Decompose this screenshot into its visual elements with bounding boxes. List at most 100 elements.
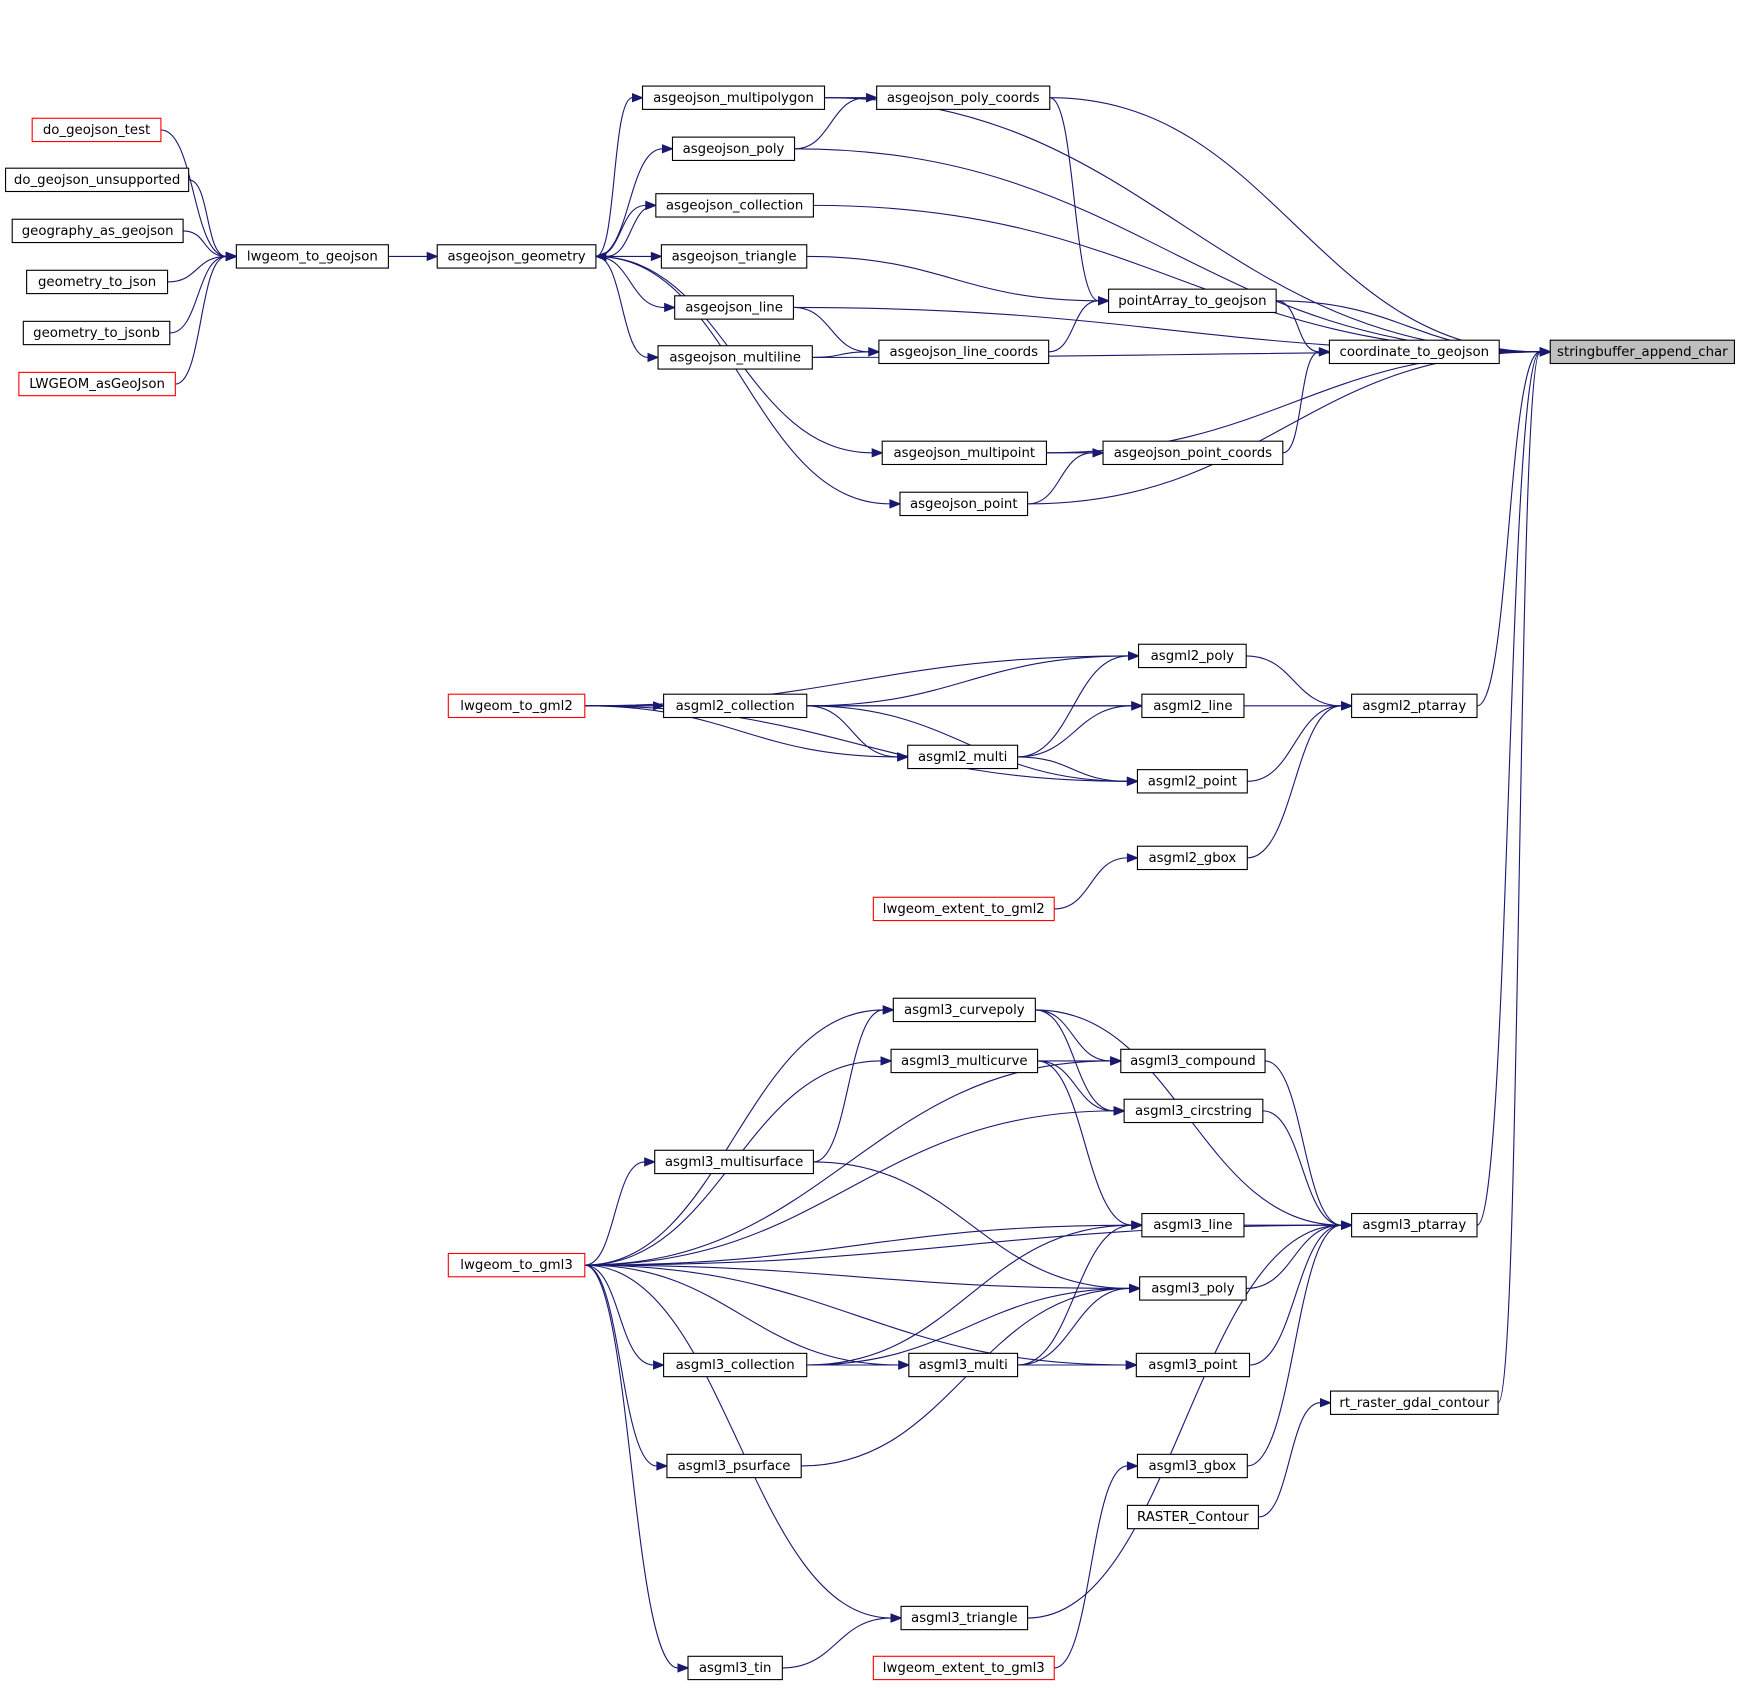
node-geometry-to-jsonb[interactable]: geometry_to_jsonb xyxy=(22,320,171,346)
node-asgml3-multisurface[interactable]: asgml3_multisurface xyxy=(654,1149,814,1175)
call-edge xyxy=(1247,1224,1342,1467)
node-asgml3-poly[interactable]: asgml3_poly xyxy=(1139,1276,1247,1301)
call-edge xyxy=(584,1264,1127,1366)
node-box xyxy=(872,1655,1055,1681)
node-do-geojson-unsupported[interactable]: do_geojson_unsupported xyxy=(4,167,190,193)
node-label: asgml3_gbox xyxy=(1148,1459,1236,1474)
node-label: asgml3_psurface xyxy=(678,1459,791,1474)
node-pointarray-to-geojson[interactable]: pointArray_to_geojson xyxy=(1108,288,1277,314)
node-stringbuffer-append-char[interactable]: stringbuffer_append_char xyxy=(1549,339,1736,365)
node-box xyxy=(4,167,190,193)
node-asgml2-gbox[interactable]: asgml2_gbox xyxy=(1136,845,1248,871)
node-box xyxy=(1141,1212,1245,1238)
node-asgml3-point[interactable]: asgml3_point xyxy=(1135,1352,1251,1378)
call-edge xyxy=(1246,1224,1342,1289)
node-label: rt_raster_gdal_contour xyxy=(1339,1396,1489,1411)
call-edge xyxy=(1035,1009,1115,1112)
node-label: geometry_to_json xyxy=(38,275,156,290)
node-asgeojson-multiline[interactable]: asgeojson_multiline xyxy=(657,345,813,370)
node-asgeojson-multipolygon[interactable]: asgeojson_multipolygon xyxy=(641,85,826,110)
node-box xyxy=(671,136,796,161)
arrowhead-icon xyxy=(1125,1360,1138,1370)
node-lwgeom-asgeojson[interactable]: LWGEOM_asGeoJson xyxy=(18,371,176,397)
node-asgeojson-line[interactable]: asgeojson_line xyxy=(674,295,794,320)
node-box xyxy=(26,269,169,295)
arrowhead-icon xyxy=(647,352,660,363)
node-asgml3-psurface[interactable]: asgml3_psurface xyxy=(666,1453,802,1479)
node-asgeojson-line-coords[interactable]: asgeojson_line_coords xyxy=(878,339,1050,365)
node-asgml3-gbox[interactable]: asgml3_gbox xyxy=(1136,1453,1248,1479)
node-asgml3-ptarray[interactable]: asgml3_ptarray xyxy=(1351,1212,1478,1238)
call-edge xyxy=(1048,300,1099,353)
node-lwgeom-to-geojson[interactable]: lwgeom_to_geojson xyxy=(235,244,389,269)
node-box xyxy=(1108,288,1277,314)
call-edge xyxy=(1017,756,1128,782)
call-edge xyxy=(794,148,1541,353)
node-asgml3-multi[interactable]: asgml3_multi xyxy=(908,1352,1019,1378)
node-label: asgml3_circstring xyxy=(1135,1104,1252,1119)
node-lwgeom-to-gml2[interactable]: lwgeom_to_gml2 xyxy=(447,693,586,719)
node-asgml2-poly[interactable]: asgml2_poly xyxy=(1137,643,1247,669)
node-asgeojson-poly-coords[interactable]: asgeojson_poly_coords xyxy=(876,85,1051,110)
node-asgeojson-geometry[interactable]: asgeojson_geometry xyxy=(436,244,597,269)
call-edge xyxy=(806,1224,1132,1366)
node-box xyxy=(666,1453,802,1479)
node-label: stringbuffer_append_char xyxy=(1557,345,1728,360)
node-coordinate-to-geojson[interactable]: coordinate_to_geojson xyxy=(1328,339,1500,365)
node-asgml2-line[interactable]: asgml2_line xyxy=(1141,693,1245,719)
node-asgeojson-point-coords[interactable]: asgeojson_point_coords xyxy=(1102,440,1284,466)
node-box xyxy=(1120,1048,1266,1074)
node-asgml3-triangle[interactable]: asgml3_triangle xyxy=(900,1605,1029,1631)
node-asgeojson-point[interactable]: asgeojson_point xyxy=(899,491,1029,517)
node-asgeojson-collection[interactable]: asgeojson_collection xyxy=(655,193,814,218)
node-lwgeom-extent-to-gml3[interactable]: lwgeom_extent_to_gml3 xyxy=(872,1655,1055,1681)
node-geometry-to-json[interactable]: geometry_to_json xyxy=(26,269,169,295)
node-label: asgml3_point xyxy=(1148,1358,1237,1373)
node-asgml3-multicurve[interactable]: asgml3_multicurve xyxy=(890,1048,1039,1074)
call-edge xyxy=(1258,1402,1321,1518)
call-edge xyxy=(1265,1060,1342,1226)
call-edge xyxy=(806,705,1128,782)
node-box xyxy=(18,371,176,397)
arrowhead-icon xyxy=(1113,1106,1126,1116)
arrowhead-icon xyxy=(1131,1220,1144,1230)
node-asgeojson-multipoint[interactable]: asgeojson_multipoint xyxy=(881,440,1047,466)
node-asgml3-curvepoly[interactable]: asgml3_curvepoly xyxy=(892,997,1036,1023)
node-label: asgml2_multi xyxy=(918,750,1007,765)
node-geography-as-geojson[interactable]: geography_as_geojson xyxy=(11,218,184,244)
node-label: asgeojson_multipolygon xyxy=(653,91,814,106)
node-box xyxy=(11,218,184,244)
arrowhead-icon xyxy=(882,1005,895,1015)
call-edge xyxy=(1246,655,1342,707)
node-box xyxy=(900,1605,1029,1631)
call-edge xyxy=(1054,1465,1128,1669)
node-box xyxy=(1123,1098,1264,1124)
node-asgml3-compound[interactable]: asgml3_compound xyxy=(1120,1048,1266,1074)
call-edge xyxy=(188,179,227,257)
edges-layer xyxy=(160,93,1552,1673)
call-edge xyxy=(584,1264,654,1366)
node-asgml3-collection[interactable]: asgml3_collection xyxy=(663,1352,808,1378)
node-lwgeom-extent-to-gml2[interactable]: lwgeom_extent_to_gml2 xyxy=(872,896,1055,922)
arrowhead-icon xyxy=(1319,1398,1333,1408)
node-label: asgml3_triangle xyxy=(911,1611,1018,1626)
node-asgml2-multi[interactable]: asgml2_multi xyxy=(907,744,1019,770)
node-asgml2-collection[interactable]: asgml2_collection xyxy=(663,693,808,719)
arrowhead-icon xyxy=(880,1056,893,1066)
node-box xyxy=(1136,1453,1248,1479)
node-asgeojson-triangle[interactable]: asgeojson_triangle xyxy=(660,244,808,269)
node-lwgeom-to-gml3[interactable]: lwgeom_to_gml3 xyxy=(447,1252,586,1278)
node-asgml3-line[interactable]: asgml3_line xyxy=(1141,1212,1245,1238)
node-label: asgml3_multisurface xyxy=(665,1155,803,1170)
node-asgml3-tin[interactable]: asgml3_tin xyxy=(687,1655,783,1681)
node-raster-contour[interactable]: RASTER_Contour xyxy=(1126,1504,1259,1530)
node-asgml3-circstring[interactable]: asgml3_circstring xyxy=(1123,1098,1264,1124)
node-do-geojson-test[interactable]: do_geojson_test xyxy=(31,117,162,143)
node-box xyxy=(1351,693,1478,719)
node-asgeojson-poly[interactable]: asgeojson_poly xyxy=(671,136,796,161)
node-label: asgeojson_line xyxy=(685,301,783,316)
node-asgml2-ptarray[interactable]: asgml2_ptarray xyxy=(1351,693,1478,719)
node-rt-raster-gdal-contour[interactable]: rt_raster_gdal_contour xyxy=(1329,1390,1499,1415)
node-label: asgeojson_point_coords xyxy=(1114,446,1272,461)
node-asgml2-point[interactable]: asgml2_point xyxy=(1136,769,1248,794)
